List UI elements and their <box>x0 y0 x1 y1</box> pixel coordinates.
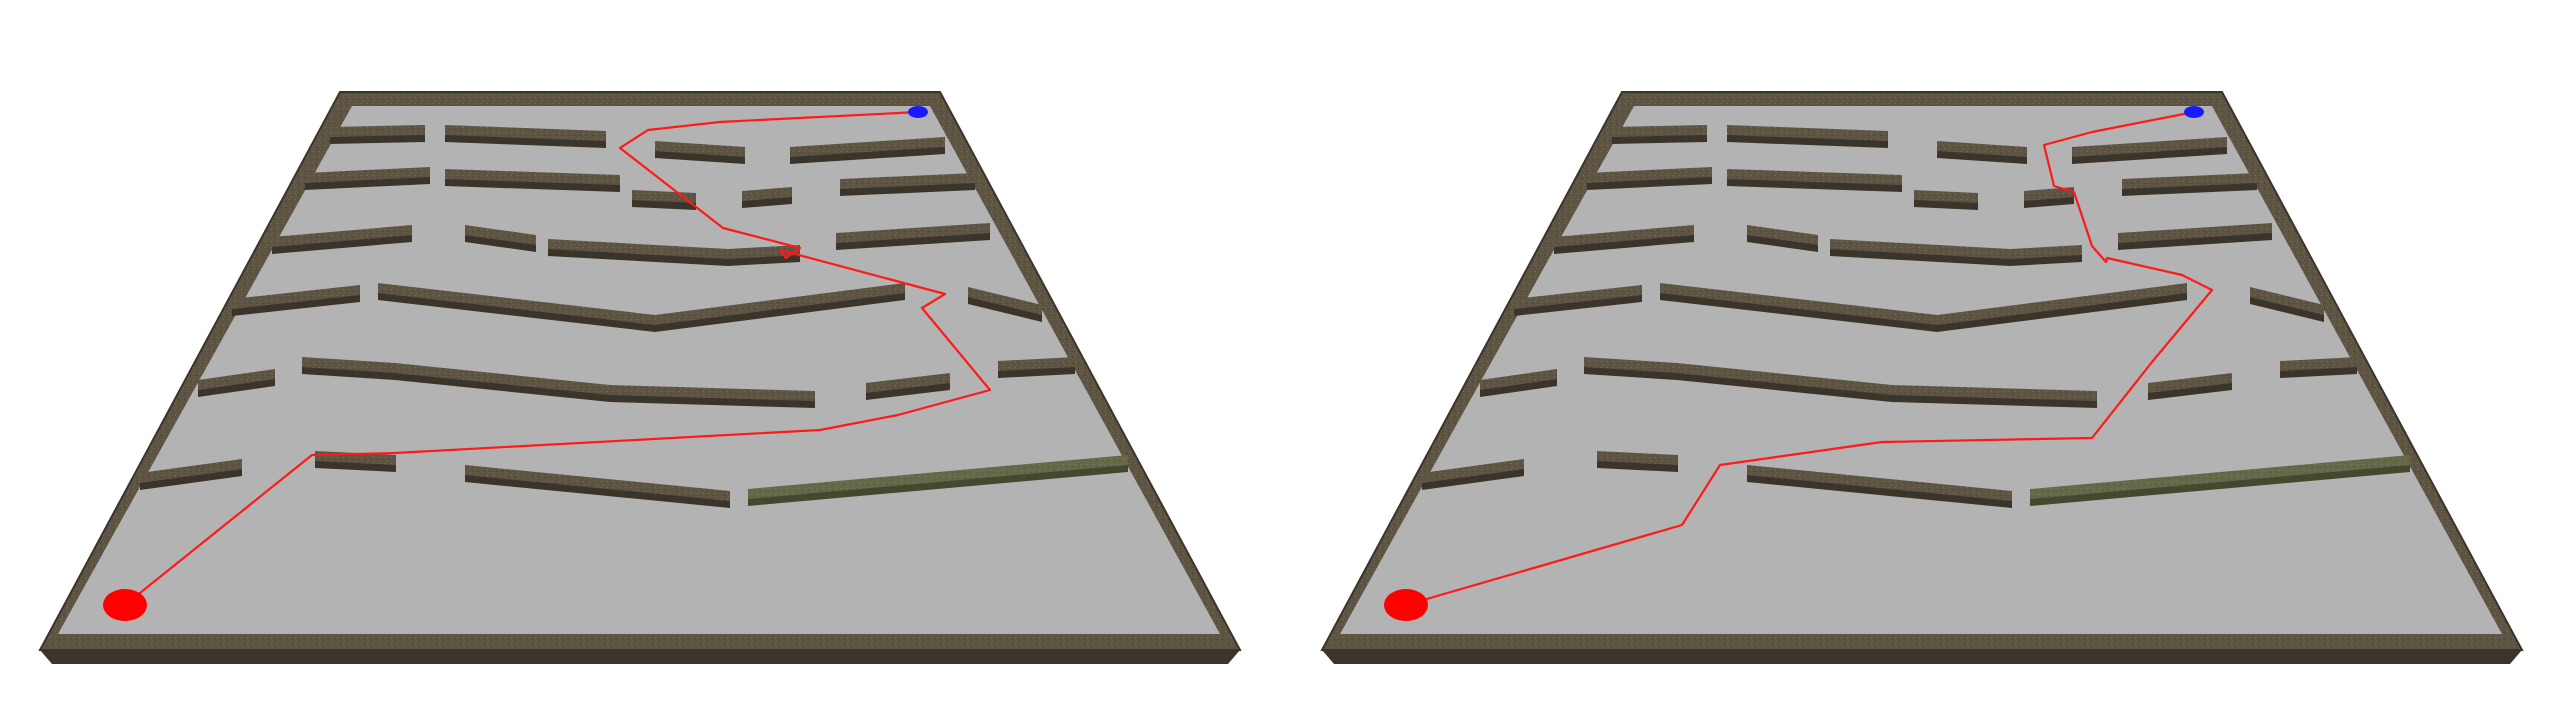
maze-wall-20-top <box>1422 459 1524 483</box>
maze-wall-0-top <box>330 125 425 137</box>
maze-wall-14-top <box>1660 283 2187 325</box>
maze-wall-15-top <box>2250 287 2324 315</box>
maze-wall-21-top <box>1597 451 1678 465</box>
start-marker <box>103 589 147 621</box>
maze-wall-green-0-top <box>2030 455 2410 499</box>
maze-wall-9-top <box>272 225 412 247</box>
maze-panel-left <box>38 91 1242 664</box>
maze-wall-2-top <box>1937 141 2027 157</box>
maze-wall-4-top <box>1587 167 1712 183</box>
maze-wall-19-top <box>998 357 1075 371</box>
maze-wall-22-top <box>465 465 730 501</box>
maze-wall-2-top <box>655 141 745 157</box>
maze-frame-edge <box>40 650 1240 664</box>
maze-wall-20-top <box>140 459 242 483</box>
start-marker <box>1384 589 1428 621</box>
maze-wall-0-top <box>1612 125 1707 137</box>
maze-wall-16-top <box>1480 369 1557 390</box>
maze-wall-10-top <box>465 225 536 245</box>
maze-panel-right <box>1320 91 2524 664</box>
goal-marker <box>908 106 928 118</box>
maze-wall-3-top <box>790 137 945 157</box>
maze-wall-17-top <box>1584 357 2097 401</box>
maze-wall-3-top <box>2072 137 2227 157</box>
maze-wall-11-top <box>1830 239 2082 259</box>
goal-marker <box>2184 106 2204 118</box>
maze-wall-22-top <box>1747 465 2012 501</box>
maze-wall-9-top <box>1554 225 1694 247</box>
maze-wall-1-top <box>445 125 606 141</box>
maze-wall-15-top <box>968 287 1042 315</box>
maze-wall-13-top <box>1514 285 1642 309</box>
maze-wall-8-top <box>840 173 975 189</box>
maze-wall-12-top <box>2118 223 2272 243</box>
maze-wall-19-top <box>2280 357 2357 371</box>
maze-wall-11-top <box>548 239 800 259</box>
maze-wall-13-top <box>232 285 360 309</box>
maze-wall-18-top <box>866 373 950 393</box>
maze-wall-7-top <box>742 187 792 201</box>
maze-wall-14-top <box>378 283 905 325</box>
maze-wall-17-top <box>302 357 815 401</box>
maze-wall-5-top <box>1727 169 1902 185</box>
maze-wall-green-0-top <box>748 455 1128 499</box>
maze-frame-edge <box>1322 650 2522 664</box>
planned-path <box>124 110 992 606</box>
planned-path <box>1405 110 2214 607</box>
maze-wall-6-top <box>1914 190 1978 203</box>
maze-wall-12-top <box>836 223 990 243</box>
maze-wall-16-top <box>198 369 275 390</box>
maze-wall-4-top <box>305 167 430 183</box>
maze-wall-8-top <box>2122 173 2257 189</box>
maze-wall-7-top <box>2024 187 2074 201</box>
maze-wall-1-top <box>1727 125 1888 141</box>
maze-wall-5-top <box>445 169 620 185</box>
maze-wall-10-top <box>1747 225 1818 245</box>
maze-wall-18-top <box>2148 373 2232 393</box>
